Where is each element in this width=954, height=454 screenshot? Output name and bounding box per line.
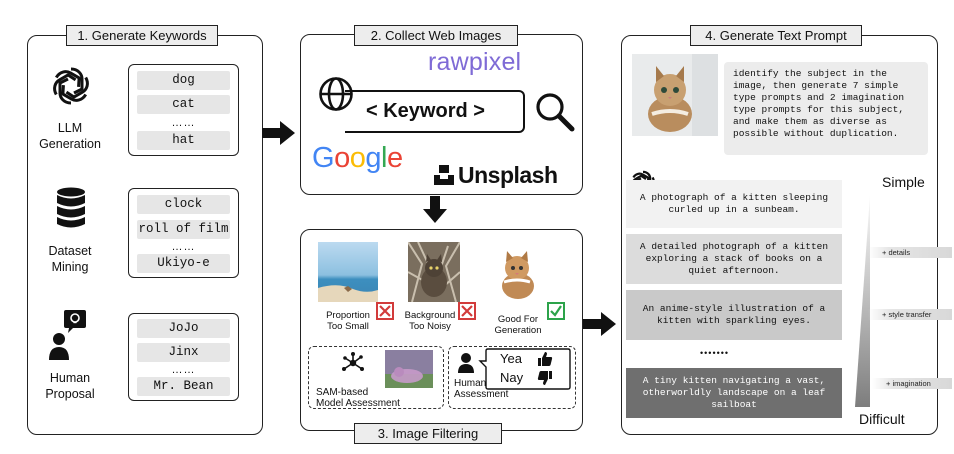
instruction-text: identify the subject in the image, then … xyxy=(733,68,905,139)
human-keyword-box: JoJo Jinx …… Mr. Bean xyxy=(128,313,239,401)
dataset-keyword-box: clock roll of film …… Ukiyo-e xyxy=(128,188,239,278)
keyword-ellipsis: …… xyxy=(171,117,196,129)
openai-logo-icon xyxy=(628,170,658,196)
nay-label: Nay xyxy=(500,370,524,385)
search-keyword-text: < Keyword > xyxy=(366,100,485,122)
person-idea-icon xyxy=(49,310,86,360)
person-icon xyxy=(458,353,474,373)
arrow-down-icon xyxy=(423,196,447,223)
tag-imagination: + imagination xyxy=(872,378,952,389)
keyword-ellipsis: …… xyxy=(171,241,196,253)
prompt-style-transfer: An anime-style illustration of a kitten … xyxy=(626,290,842,340)
llm-keyword-box: dog cat …… hat xyxy=(128,64,239,156)
reject-mark-icon xyxy=(458,302,476,320)
keyword-search-bar[interactable] xyxy=(345,90,525,133)
instruction-box xyxy=(724,62,928,155)
keyword-item: Mr. Bean xyxy=(137,377,230,396)
kitten-photo xyxy=(632,54,718,136)
panel-title-generate-text-prompt: 4. Generate Text Prompt xyxy=(690,25,862,46)
sam-assessment-box xyxy=(308,346,444,409)
keyword-item: Jinx xyxy=(137,343,230,362)
thumbs-up-icon xyxy=(538,352,553,366)
thumbs-down-icon xyxy=(537,371,552,385)
globe-icon xyxy=(319,77,353,111)
panel-title-image-filtering: 3. Image Filtering xyxy=(354,423,502,444)
prompt-ellipsis: ••••••• xyxy=(700,348,730,358)
prompt-details: A detailed photograph of a kitten explor… xyxy=(626,234,842,284)
unsplash-logo-icon xyxy=(434,165,454,185)
database-icon xyxy=(57,187,85,228)
good-kitten-image xyxy=(502,251,534,299)
network-graph-icon xyxy=(342,352,364,371)
tag-details: + details xyxy=(868,247,952,258)
yea-label: Yea xyxy=(500,351,522,366)
keyword-item: roll of film xyxy=(137,220,230,239)
difficult-label: Difficult xyxy=(859,411,905,427)
panel-title-generate-keywords: 1. Generate Keywords xyxy=(66,25,218,46)
keyword-ellipsis: …… xyxy=(171,364,196,376)
arrow-right-icon xyxy=(262,121,295,145)
simple-label: Simple xyxy=(882,174,925,190)
arrow-right-icon xyxy=(583,312,616,336)
panel-title-collect-web-images: 2. Collect Web Images xyxy=(354,25,518,46)
keyword-item: hat xyxy=(137,131,230,150)
keyword-item: dog xyxy=(137,71,230,90)
keyword-item: clock xyxy=(137,195,230,214)
segmented-sample-image xyxy=(385,350,433,388)
magnifier-icon xyxy=(536,93,575,132)
accept-check-icon xyxy=(547,302,565,320)
keyword-item: JoJo xyxy=(137,319,230,338)
prompt-imagination: A tiny kitten navigating a vast, otherwo… xyxy=(626,368,842,418)
google-logo: Google xyxy=(312,142,403,174)
reject-mark-icon xyxy=(376,302,394,320)
human-assessment-box xyxy=(448,346,576,409)
noisy-background-cat-image xyxy=(408,242,460,302)
speech-bubble xyxy=(478,348,571,390)
keyword-item: Ukiyo-e xyxy=(137,254,230,273)
prompt-simple: A photograph of a kitten sleeping curled… xyxy=(626,180,842,228)
rawpixel-logo: rawpixel xyxy=(428,48,522,76)
tag-style-transfer: + style transfer xyxy=(868,309,952,320)
unsplash-logo: Unsplash xyxy=(458,162,558,188)
difficulty-gradient-wedge xyxy=(855,195,870,407)
beach-image xyxy=(318,242,378,302)
keyword-item: cat xyxy=(137,95,230,114)
openai-logo-icon xyxy=(49,66,93,106)
